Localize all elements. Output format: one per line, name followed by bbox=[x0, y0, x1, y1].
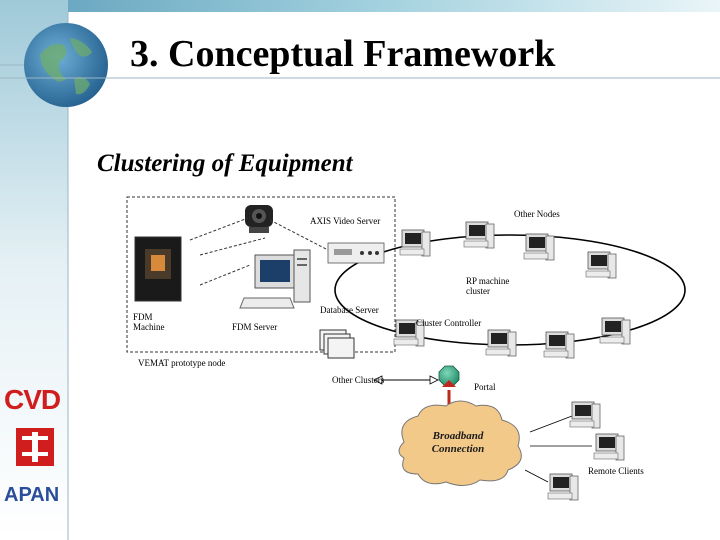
label-rp-machine-cluster: RP machine cluster bbox=[466, 276, 510, 296]
node-pc-icon bbox=[543, 331, 575, 359]
label-remote-clients: Remote Clients bbox=[588, 466, 644, 476]
label-cluster-controller: Cluster Controller bbox=[416, 318, 482, 328]
label-fdm-server: FDM Server bbox=[232, 322, 278, 332]
label-other-clusters: Other Clusters bbox=[332, 375, 385, 385]
apan-logo: APAN bbox=[4, 484, 60, 506]
node-pc-icon bbox=[599, 317, 631, 345]
fdm-server-icon bbox=[319, 329, 355, 359]
cvd-logo: CVD bbox=[4, 384, 61, 415]
axis-server-icon bbox=[327, 242, 385, 264]
top-band bbox=[0, 0, 720, 12]
label-axis-video-server: AXIS Video Server bbox=[310, 216, 381, 226]
remote-client-pc-icon bbox=[569, 401, 601, 429]
label-other-nodes: Other Nodes bbox=[514, 209, 560, 219]
label-portal: Portal bbox=[474, 382, 496, 392]
page-title: 3. Conceptual Framework bbox=[130, 33, 556, 75]
node-pc-icon bbox=[399, 229, 431, 257]
fdm-machine-icon bbox=[134, 236, 182, 302]
emblem-logo bbox=[16, 428, 54, 466]
label-broadband-connection: Broadband Connection bbox=[431, 430, 485, 455]
database-server-icon bbox=[239, 249, 311, 309]
vemat-boundary bbox=[126, 196, 396, 353]
node-pc-icon bbox=[585, 251, 617, 279]
node-pc-icon bbox=[485, 329, 517, 357]
node-pc-icon bbox=[463, 221, 495, 249]
label-vemat-node: VEMAT prototype node bbox=[138, 358, 226, 368]
label-database-server: Database Server bbox=[320, 305, 379, 315]
portal-icon bbox=[438, 365, 460, 387]
camera-cable bbox=[189, 217, 249, 241]
remote-client-pc-icon bbox=[593, 433, 625, 461]
video-camera-icon bbox=[245, 205, 273, 233]
section-subtitle: Clustering of Equipment bbox=[97, 150, 353, 177]
label-fdm-machine: FDM Machine bbox=[133, 312, 165, 332]
remote-client-pc-icon bbox=[547, 473, 579, 501]
broadband-cloud-icon bbox=[398, 400, 522, 486]
node-pc-icon bbox=[523, 233, 555, 261]
